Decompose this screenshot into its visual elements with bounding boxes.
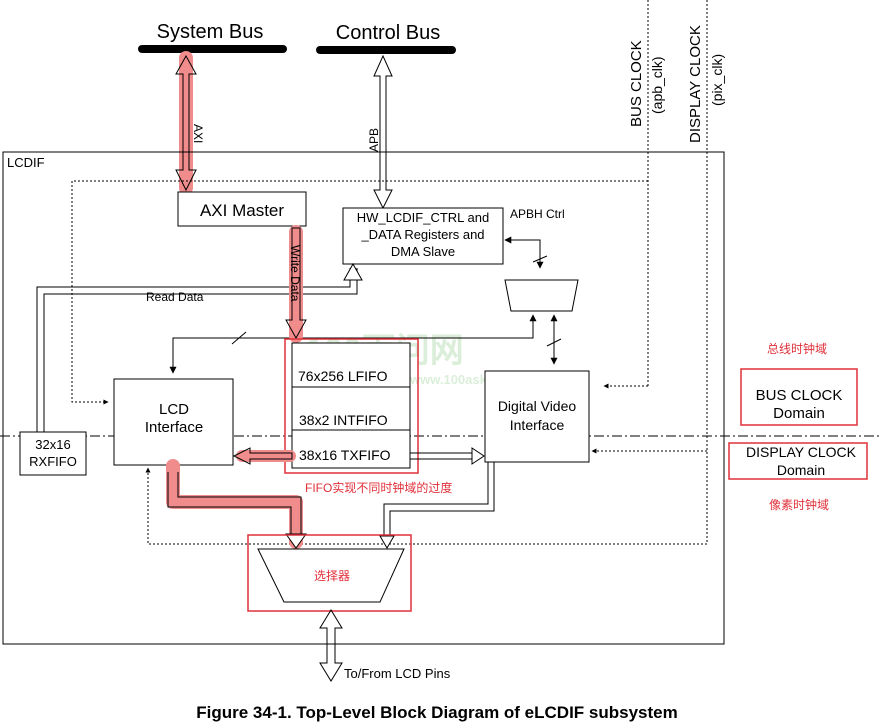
display-domain-line1: DISPLAY CLOCK [746,444,857,460]
txfifo-to-dvi-arrow [410,447,485,465]
lcd-to-selector-arrow [167,472,307,549]
system-bus-label: System Bus [157,21,264,43]
apbh-bus-slash [532,255,548,263]
selector-block [257,548,405,603]
lcd-pins-label: To/From LCD Pins [344,666,451,681]
bus-clock-label: BUS CLOCK [628,40,645,127]
bus-domain-line1: BUS CLOCK [756,387,843,404]
display-clock-sub: (pix_clk) [709,54,725,106]
read-data-path [36,262,363,432]
display-domain-box [728,442,868,480]
bus-domain-cn: 总线时钟域 [767,341,827,356]
display-clock-label: DISPLAY CLOCK [687,25,704,143]
axi-master-label: AXI Master [200,201,284,220]
read-data-label: Read Data [146,290,204,304]
fifo-red-box [284,338,419,474]
axi-arrow [175,54,197,192]
lcd-interface-block [113,378,234,466]
figure-caption: Figure 34-1. Top-Level Block Diagram of … [196,703,677,722]
selector-label: 选择器 [314,569,350,583]
registers-line3: DMA Slave [391,244,455,259]
rxfifo-line2: RXFIFO [29,454,77,469]
control-slash [231,331,247,345]
lcd-pins-arrow [319,609,343,682]
lcdif-label: LCDIF [7,155,45,170]
bus-domain-box [740,368,858,426]
selector-red-box [247,534,412,612]
bus-clock-sub: (apb_clk) [649,56,665,114]
registers-line2: _DATA Registers and [360,227,484,242]
fifo-stack [291,342,411,469]
pixel-domain-cn: 像素时钟域 [769,497,829,512]
txfifo-label: 38x16 TXFIFO [299,447,391,463]
txfifo-to-lcd-arrow [232,447,293,465]
intfifo-label: 38x2 INTFIFO [299,412,388,428]
display-clock-distribution [145,467,707,545]
apbh-ctrl-label: APBH Ctrl [510,207,565,221]
write-data-label: Write Data [288,245,302,302]
rxfifo-line1: 32x16 [35,437,70,452]
digital-video-line1: Digital Video [498,398,577,414]
control-bus-label: Control Bus [336,22,441,44]
lcdif-box [2,151,725,645]
fifo-note: FIFO实现不同时钟域的过度 [305,480,452,495]
display-domain-line2: Domain [777,462,825,478]
apbh-ctrl-link [504,236,544,269]
lfifo-label: 76x256 LFIFO [298,368,388,384]
registers-block [342,207,504,265]
write-data-arrow [285,227,307,340]
apb-label: APB [367,128,381,152]
digital-video-block [484,370,590,463]
axi-label: AXI [191,124,205,143]
lcd-interface-line2: Interface [145,419,203,436]
rxfifo-block [19,431,87,476]
dvi-to-selector-arrow [379,462,495,549]
digital-video-line2: Interface [510,417,565,433]
mux-block [504,279,579,312]
bus-clock-distribution [71,180,648,405]
lcd-to-selector-highlight [166,459,303,549]
bus-domain-line2: Domain [773,405,825,422]
mux-dvi-slash [546,338,562,347]
axi-master-block [177,191,307,227]
registers-line1: HW_LCDIF_CTRL and [357,210,489,225]
lcd-interface-line1: LCD [159,401,189,418]
